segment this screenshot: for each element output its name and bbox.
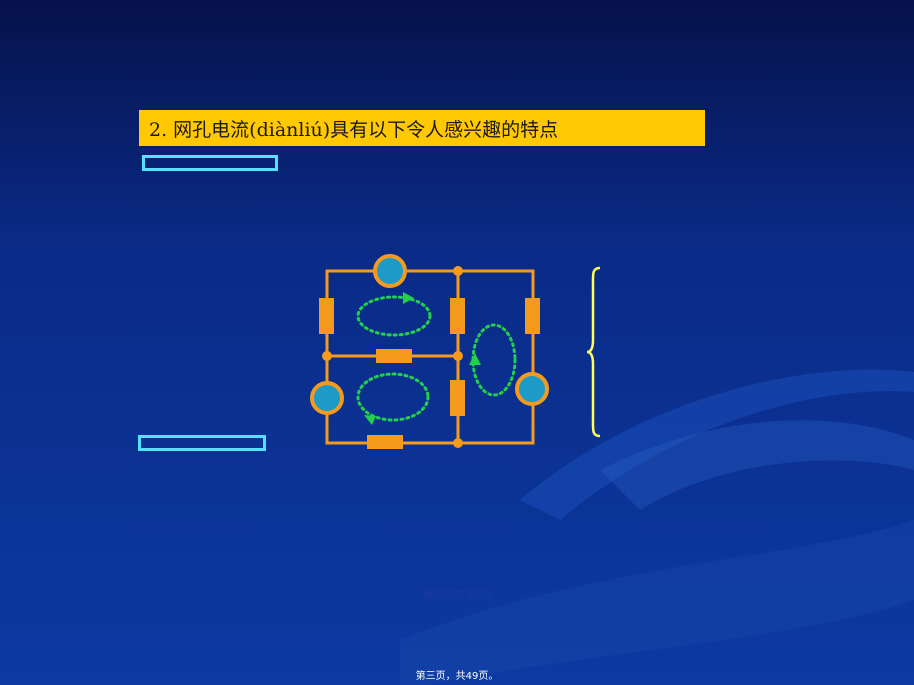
slide-title-bar: 2. 网孔电流(diànliú)具有以下令人感兴趣的特点 [139, 110, 705, 146]
highlight-box-bottom [138, 435, 266, 451]
highlight-box-top [142, 155, 278, 171]
circuit-wires [325, 269, 535, 445]
mesh-loop-3 [471, 323, 517, 397]
curly-brace [586, 266, 601, 438]
node-top-middle [453, 266, 463, 276]
source-right [515, 372, 549, 406]
resistor-middle-horizontal [376, 349, 412, 363]
resistor-middle-lower [450, 380, 465, 416]
slide-title: 2. 网孔电流(diànliú)具有以下令人感兴趣的特点 [149, 118, 559, 141]
resistor-middle-upper [450, 298, 465, 334]
resistor-left-upper [319, 298, 334, 334]
page-number-label: 第2页/共49页 [422, 588, 492, 601]
node-center [453, 351, 463, 361]
resistor-right [525, 298, 540, 334]
mesh-arrow-1 [403, 292, 414, 304]
node-bottom-middle [453, 438, 463, 448]
resistor-bottom [367, 435, 403, 449]
mesh-loop-2 [356, 372, 430, 422]
source-left [310, 381, 344, 415]
source-top [373, 254, 407, 288]
mesh-loop-1 [356, 295, 432, 337]
footer-page-count: 第三页，共49页。 [415, 671, 499, 682]
mesh-arrow-3 [469, 353, 481, 365]
mesh-circuit-diagram [310, 254, 549, 449]
node-left-middle [322, 351, 332, 361]
mesh-arrow-2 [364, 415, 376, 425]
